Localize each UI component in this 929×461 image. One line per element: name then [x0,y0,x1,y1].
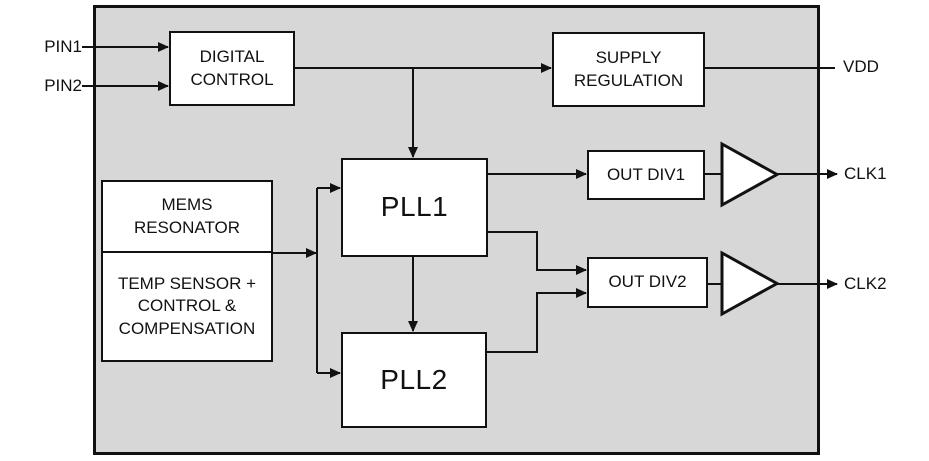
mems-block: MEMS RESONATOR TEMP SENSOR + CONTROL & C… [101,180,273,362]
supply-regulation-block: SUPPLY REGULATION [552,32,705,107]
clk2-label: CLK2 [844,274,887,293]
pll1-block: PLL1 [341,158,488,257]
pin1-label: PIN1 [44,37,82,56]
pin2-label: PIN2 [44,76,82,95]
pll2-block: PLL2 [341,332,487,428]
vdd-label: VDD [843,57,879,76]
clk1-label: CLK1 [844,164,887,183]
digital-control-block: DIGITAL CONTROL [169,31,295,106]
out-div2-block: OUT DIV2 [587,257,708,308]
out-div1-block: OUT DIV1 [587,150,705,200]
temp-sensor-section: TEMP SENSOR + CONTROL & COMPENSATION [117,274,257,338]
mems-resonator-section: MEMS RESONATOR [103,182,271,253]
